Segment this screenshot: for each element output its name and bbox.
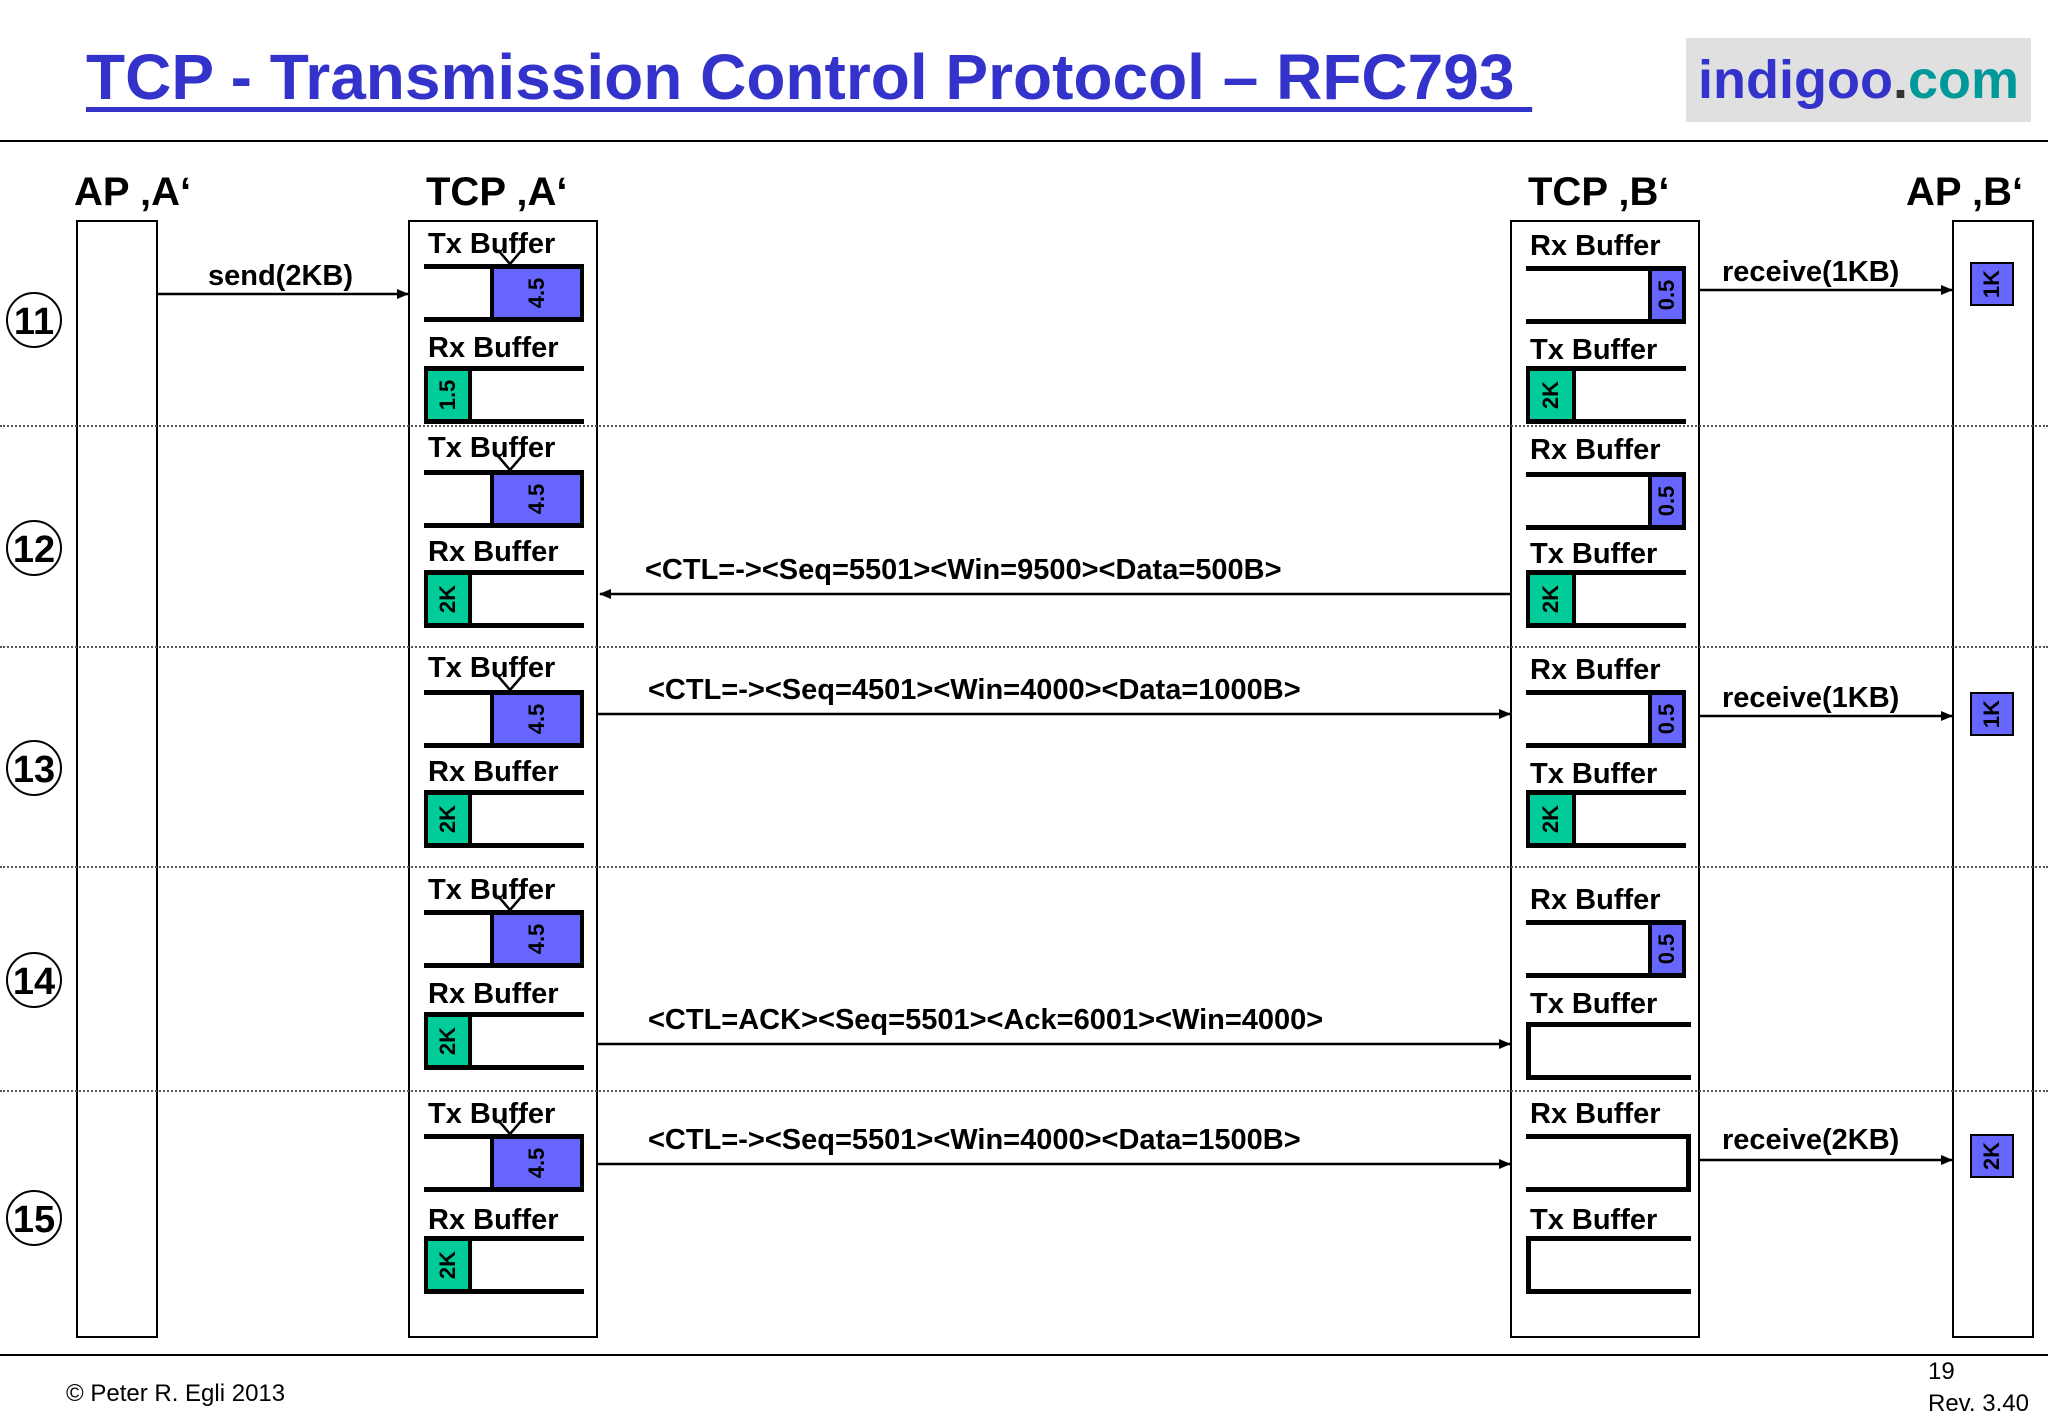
header-ap-b: AP ‚B‘ [1906, 170, 2024, 214]
tcp-a-rx-buffer: 2K [424, 570, 584, 628]
send-label: send(2KB) [208, 260, 354, 292]
row-separator [0, 646, 2048, 648]
send-pointer-mark [497, 249, 523, 266]
segment-label-15: <CTL=-><Seq=5501><Win=4000><Data=1500B> [648, 1124, 1301, 1156]
page-title: TCP - Transmission Control Protocol – RF… [86, 41, 1533, 113]
tcp-b-tx-label: Tx Buffer [1530, 758, 1658, 790]
tcp-b-tx-label: Tx Buffer [1530, 1204, 1658, 1236]
tcp-a-rx-buffer: 2K [424, 1236, 584, 1294]
tcp-a-rx-label: Rx Buffer [428, 756, 559, 788]
step-15: 15 [6, 1190, 62, 1246]
send-pointer-mark [497, 895, 523, 912]
tcp-b-tx-buffer [1526, 1022, 1691, 1080]
tcp-a-rx-label: Rx Buffer [428, 978, 559, 1010]
tcp-b-rx-buffer: 0.5 [1526, 266, 1686, 324]
footer-rule [0, 1354, 2048, 1356]
header-ap-a: AP ‚A‘ [74, 170, 192, 214]
tcp-b-tx-buffer: 2K [1526, 570, 1686, 628]
tcp-b-rx-label: Rx Buffer [1530, 230, 1661, 262]
tcp-b-tx-buffer: 2K [1526, 790, 1686, 848]
send-pointer-mark [497, 1119, 523, 1136]
ap-b-received-block: 1K [1970, 262, 2014, 306]
tcp-b-tx-buffer [1526, 1236, 1691, 1294]
header-rule [0, 140, 2048, 142]
tcp-a-tx-label: Tx Buffer [428, 432, 556, 464]
tcp-b-rx-buffer: 0.5 [1526, 690, 1686, 748]
ap-b-received-block: 2K [1970, 1134, 2014, 1178]
step-13: 13 [6, 740, 62, 796]
tcp-b-rx-buffer [1526, 1134, 1691, 1192]
column-ap-a [76, 220, 158, 1338]
tcp-a-tx-buffer: 4.5 [424, 910, 584, 968]
tcp-b-rx-label: Rx Buffer [1530, 1098, 1661, 1130]
tcp-b-tx-label: Tx Buffer [1530, 988, 1658, 1020]
tcp-a-tx-buffer: 4.5 [424, 690, 584, 748]
tcp-a-tx-buffer: 4.5 [424, 470, 584, 528]
receive-label: receive(2KB) [1722, 1124, 1900, 1156]
tcp-a-tx-label: Tx Buffer [428, 874, 556, 906]
step-11: 11 [6, 292, 62, 348]
copyright: © Peter R. Egli 2013 [66, 1380, 286, 1407]
row-separator [0, 425, 2048, 427]
tcp-a-rx-label: Rx Buffer [428, 536, 559, 568]
receive-label: receive(1KB) [1722, 682, 1900, 714]
tcp-b-rx-label: Rx Buffer [1530, 434, 1661, 466]
tcp-a-rx-buffer: 2K [424, 1012, 584, 1070]
tcp-b-rx-label: Rx Buffer [1530, 884, 1661, 916]
receive-label: receive(1KB) [1722, 256, 1900, 288]
send-pointer-mark [497, 455, 523, 472]
tcp-a-rx-buffer: 2K [424, 790, 584, 848]
tcp-b-rx-buffer: 0.5 [1526, 472, 1686, 530]
tcp-a-rx-buffer: 1.5 [424, 366, 584, 424]
tcp-b-tx-buffer: 2K [1526, 366, 1686, 424]
tcp-a-tx-buffer: 4.5 [424, 1134, 584, 1192]
tcp-a-tx-label: Tx Buffer [428, 228, 556, 260]
tcp-b-tx-label: Tx Buffer [1530, 334, 1658, 366]
tcp-b-tx-label: Tx Buffer [1530, 538, 1658, 570]
header-tcp-a: TCP ‚A‘ [426, 170, 568, 214]
ap-b-received-block: 1K [1970, 692, 2014, 736]
tcp-a-tx-label: Tx Buffer [428, 652, 556, 684]
send-pointer-mark [497, 675, 523, 692]
tcp-a-tx-label: Tx Buffer [428, 1098, 556, 1130]
tcp-b-rx-label: Rx Buffer [1530, 654, 1661, 686]
revision: Rev. 3.40 [1928, 1390, 2029, 1417]
tcp-b-rx-buffer: 0.5 [1526, 920, 1686, 978]
row-separator [0, 866, 2048, 868]
indigoo-logo: indigoo.com [1686, 38, 2031, 122]
tcp-a-rx-label: Rx Buffer [428, 332, 559, 364]
row-separator [0, 1090, 2048, 1092]
segment-label-12: <CTL=-><Seq=5501><Win=9500><Data=500B> [645, 554, 1282, 586]
segment-label-13: <CTL=-><Seq=4501><Win=4000><Data=1000B> [648, 674, 1301, 706]
page-number: 19 [1928, 1358, 1955, 1385]
step-12: 12 [6, 520, 62, 576]
step-14: 14 [6, 952, 62, 1008]
tcp-a-rx-label: Rx Buffer [428, 1204, 559, 1236]
segment-label-14: <CTL=ACK><Seq=5501><Ack=6001><Win=4000> [648, 1004, 1324, 1036]
tcp-a-tx-buffer: 4.5 [424, 264, 584, 322]
header-tcp-b: TCP ‚B‘ [1528, 170, 1670, 214]
